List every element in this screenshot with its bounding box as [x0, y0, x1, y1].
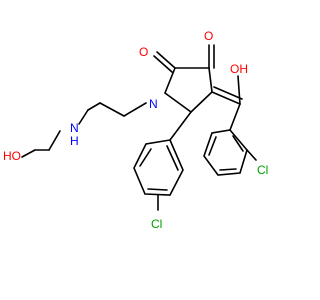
bond-c2-c3: [87, 102, 101, 111]
aromatic-inner-4: [139, 148, 152, 167]
atom-n-amine: N: [70, 121, 79, 135]
atom-cl-bottom: Cl: [151, 217, 162, 231]
bond-c5-oh: [21, 149, 36, 158]
chlorophenyl-upper: [203, 103, 257, 176]
pyrrolidine-ring: [164, 67, 213, 113]
bond-link-lower: [169, 111, 192, 141]
bond-enol-oh: [237, 75, 241, 105]
molecule-diagram: O O OH N N H HO Cl Cl: [3, 29, 268, 231]
bond-c1-c5: [190, 91, 213, 113]
bond-c5-n: [164, 92, 192, 113]
benzene-ring-lower: [133, 139, 184, 196]
aromatic-inner-2: [219, 168, 237, 171]
atom-oh-enol: OH: [230, 62, 248, 76]
bond-exocyclic-b: [213, 86, 243, 100]
bond-c-o-left-b: [153, 55, 173, 73]
bond-to-cl-right: [246, 149, 257, 161]
bond-n-c1: [123, 102, 147, 117]
atom-h-amine: H: [70, 134, 79, 148]
aromatic-inner-3: [208, 136, 217, 156]
atom-cl-right: Cl: [257, 163, 268, 177]
aromatic-inner-6: [166, 145, 179, 171]
bond-c-o-left-a: [156, 51, 176, 69]
bond-nh-c4: [48, 130, 61, 151]
aromatic-inner-5: [147, 188, 168, 191]
bond-link-upper: [229, 103, 241, 131]
side-chain: [21, 102, 147, 158]
structure-drawing: O O OH N N H HO Cl Cl: [3, 29, 268, 231]
aromatic-inner-1: [232, 135, 244, 152]
bond-c2-c1: [208, 67, 213, 93]
atom-o-top: O: [204, 29, 213, 43]
atom-n-ring: N: [149, 97, 158, 111]
chlorophenyl-lower: [133, 111, 192, 211]
bond-c1-c2: [99, 102, 125, 117]
enol-group: [211, 75, 243, 105]
bond-c3-nh: [78, 109, 89, 125]
atom-ho-chain: HO: [3, 149, 21, 163]
atom-o-left: O: [139, 45, 148, 59]
carbonyl-bonds: [153, 44, 215, 73]
bond-exocyclic-a: [211, 91, 241, 105]
bond-c3-c4: [164, 67, 176, 94]
